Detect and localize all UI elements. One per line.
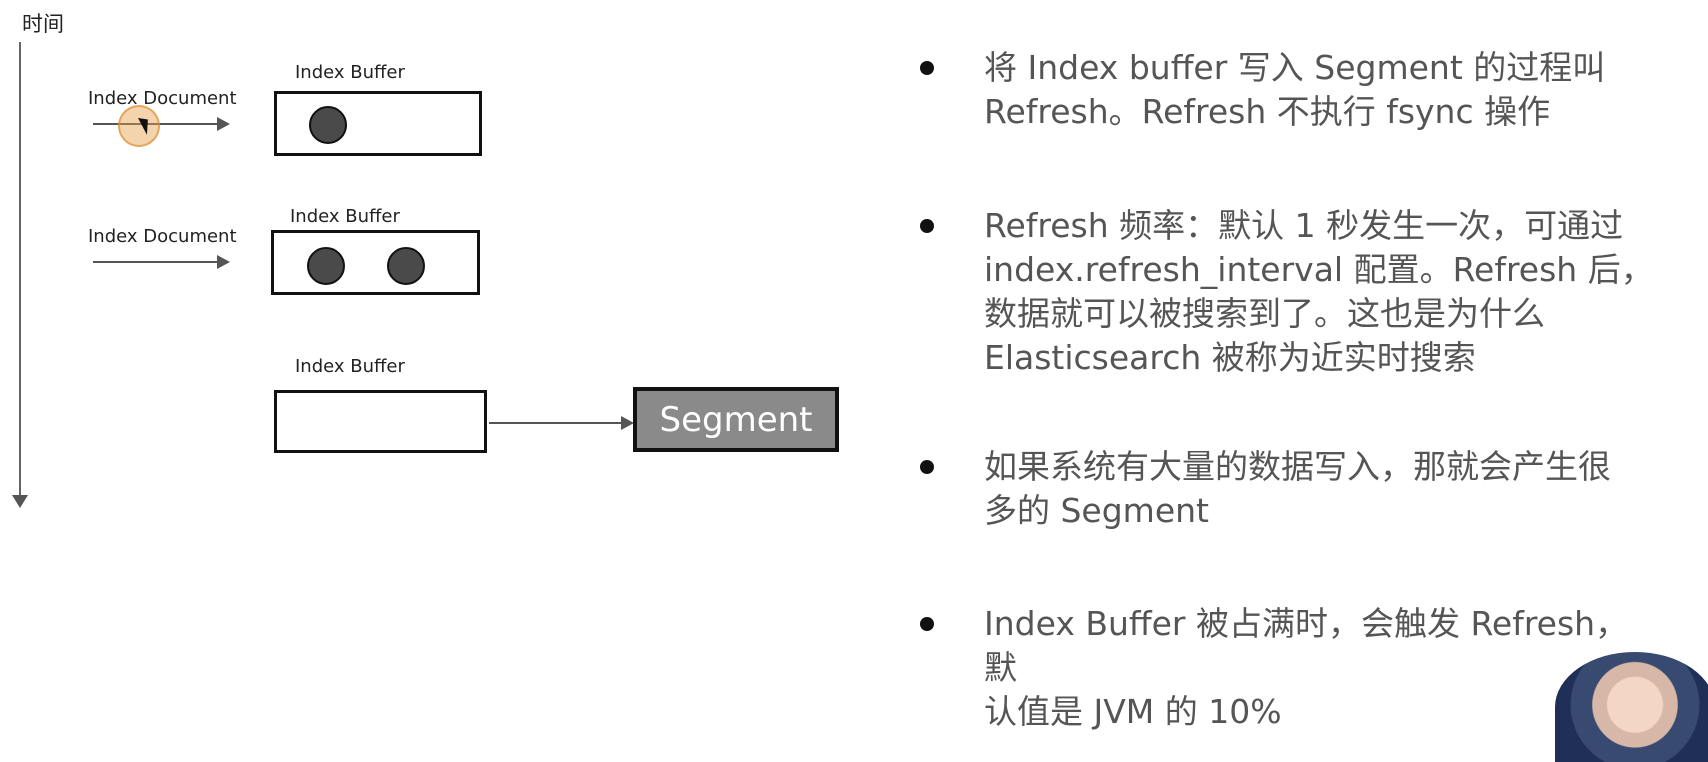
index-document-arrow-2 bbox=[93, 255, 230, 269]
document-dot bbox=[309, 106, 347, 144]
document-dot bbox=[307, 247, 345, 285]
note-text-1: 将 Index buffer 写入 Segment 的过程叫 Refresh。R… bbox=[984, 48, 1606, 131]
bullet-icon bbox=[920, 219, 934, 233]
index-document-label-2: Index Document bbox=[88, 226, 237, 247]
index-buffer-box-2 bbox=[271, 230, 480, 295]
presenter-thumbnail bbox=[1555, 652, 1708, 762]
document-dot bbox=[387, 247, 425, 285]
note-text-2: Refresh 频率：默认 1 秒发生一次，可通过 index.refresh_… bbox=[984, 206, 1654, 377]
index-buffer-label-2: Index Buffer bbox=[290, 206, 400, 227]
index-buffer-label-1: Index Buffer bbox=[295, 62, 405, 83]
bullet-icon bbox=[920, 61, 934, 75]
time-axis-label: 时间 bbox=[22, 12, 64, 36]
note-text-4: Index Buffer 被占满时，会触发 Refresh，默 认值是 JVM … bbox=[984, 604, 1629, 731]
cursor-highlight bbox=[118, 105, 160, 147]
index-buffer-label-3: Index Buffer bbox=[295, 356, 405, 377]
segment-box: Segment bbox=[633, 387, 839, 452]
note-item-2: Refresh 频率：默认 1 秒发生一次，可通过 index.refresh_… bbox=[920, 204, 1660, 380]
note-text-3: 如果系统有大量的数据写入，那就会产生很 多的 Segment bbox=[984, 447, 1611, 530]
index-buffer-box-3 bbox=[274, 390, 487, 453]
note-item-3: 如果系统有大量的数据写入，那就会产生很 多的 Segment bbox=[920, 445, 1660, 533]
refresh-arrow bbox=[489, 416, 634, 430]
down-arrow-icon bbox=[12, 495, 28, 508]
bullet-icon bbox=[920, 617, 934, 631]
time-axis-line bbox=[19, 42, 21, 498]
index-document-arrow-1 bbox=[93, 117, 230, 131]
index-buffer-box-1 bbox=[274, 91, 482, 156]
note-item-4: Index Buffer 被占满时，会触发 Refresh，默 认值是 JVM … bbox=[920, 602, 1660, 734]
index-document-label-1: Index Document bbox=[88, 88, 237, 109]
bullet-icon bbox=[920, 460, 934, 474]
note-item-1: 将 Index buffer 写入 Segment 的过程叫 Refresh。R… bbox=[920, 46, 1660, 134]
